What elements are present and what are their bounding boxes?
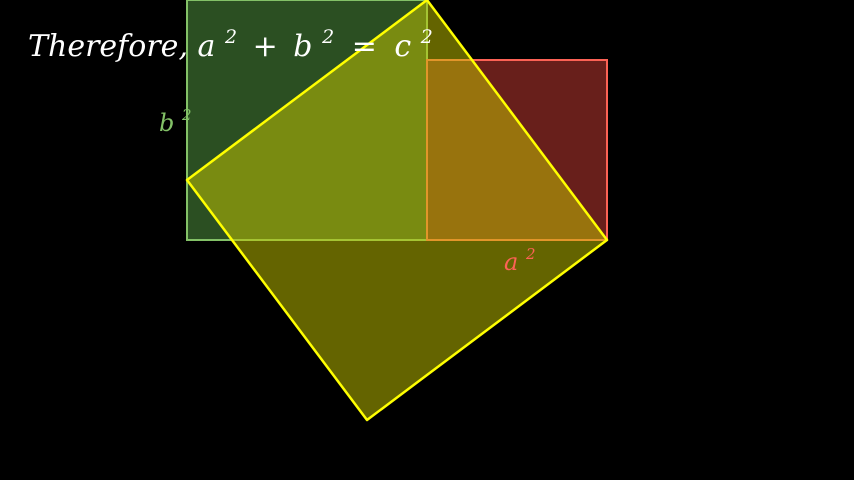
caption-equals: =: [352, 29, 377, 64]
c-squared-square: [185, 0, 609, 422]
a-squared-label: a 2: [504, 245, 536, 276]
caption-a: a: [198, 29, 216, 64]
caption-b-exp: 2: [321, 26, 334, 48]
b-squared-label-base: b: [159, 109, 174, 137]
b-squared-label: b 2: [159, 106, 192, 137]
caption-word: Therefore,: [28, 29, 188, 64]
a-squared-label-base: a: [504, 248, 518, 276]
conclusion-caption: Therefore, a 2 + b 2 = c 2: [28, 16, 433, 64]
b-squared-label-exp: 2: [181, 106, 192, 124]
caption-plus: +: [253, 29, 278, 64]
a-squared-label-exp: 2: [525, 245, 536, 263]
caption-a-exp: 2: [224, 26, 237, 48]
caption-c-exp: 2: [420, 26, 433, 48]
caption-c: c: [394, 29, 411, 64]
caption-b: b: [293, 29, 312, 64]
